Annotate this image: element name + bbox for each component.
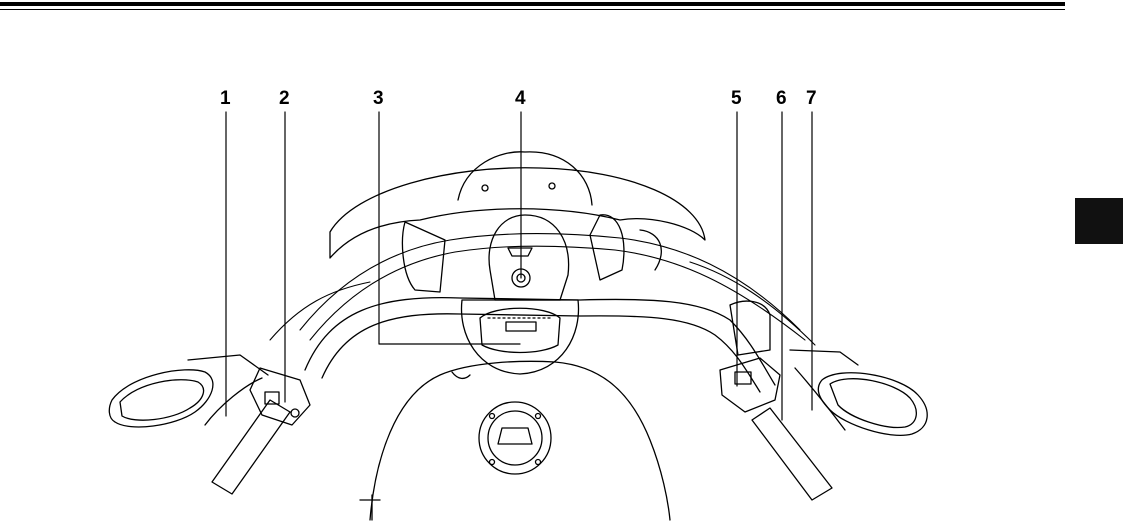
windshield (330, 152, 705, 258)
fuel-tank (370, 361, 670, 520)
fuel-cap (479, 402, 551, 474)
ignition-housing (489, 215, 569, 300)
left-mirror (109, 355, 268, 427)
handlebar (305, 298, 775, 392)
left-grip (212, 368, 310, 494)
right-mirror (790, 350, 927, 435)
headlight-assembly (402, 215, 661, 292)
